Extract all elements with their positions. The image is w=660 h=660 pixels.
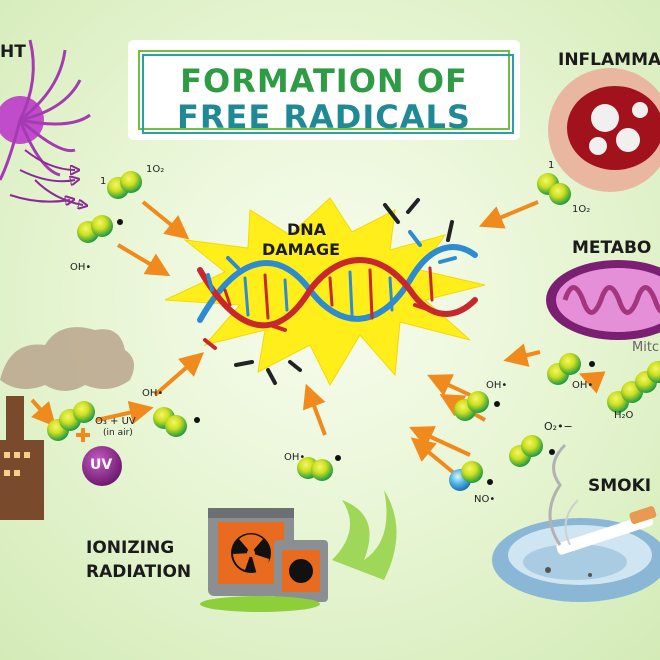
- metabolism-label: METABO: [572, 238, 652, 258]
- dna-label-line-1: DNA: [287, 220, 327, 239]
- mitochondria-label: Mitc: [632, 340, 660, 355]
- singlet-oxygen-right-b: 1O₂: [572, 204, 591, 215]
- hydroxyl-mito-label: OH•: [572, 380, 594, 391]
- title-frame-outer: [138, 50, 510, 130]
- title-line-2: FREE RADICALS: [177, 98, 471, 136]
- inflammation-label: INFLAMMA: [558, 50, 660, 70]
- factory-icon: [0, 327, 134, 520]
- ionizing-label-line-1: IONIZING: [86, 538, 175, 558]
- dna-label-line-2: DAMAGE: [262, 240, 341, 259]
- title-box: FORMATION OF FREE RADICALS: [128, 40, 520, 140]
- ashtray-icon: [492, 443, 660, 602]
- nitric-oxide-label: NO•: [474, 494, 496, 505]
- title-line-1: FORMATION OF: [180, 62, 468, 100]
- uv-label: UV: [90, 457, 113, 473]
- singlet-oxygen-molecule-left: [107, 171, 142, 199]
- inflammation-icon: [548, 68, 660, 192]
- hydroxyl-mid-right-label: OH•: [486, 380, 508, 391]
- ozone-uv-line-1: O₃ + UV: [95, 416, 136, 427]
- dna-fragments: [203, 198, 457, 385]
- superoxide-label: O₂•−: [544, 420, 573, 433]
- hydroxyl-left-label: OH•: [70, 262, 92, 273]
- hydroxyl-molecule-bottom: [297, 455, 341, 481]
- radical-molecules: [47, 171, 660, 491]
- hydroxyl-bottom-label: OH•: [284, 452, 306, 463]
- plus-icon: [76, 428, 90, 442]
- ionizing-label-line-2: RADIATION: [86, 562, 192, 582]
- dna-damage-burst: [164, 197, 486, 387]
- water-molecule-chain: [607, 361, 660, 413]
- radiation-barrels-icon: [200, 490, 397, 612]
- title-frame-inner: [142, 54, 514, 134]
- hydroxyl-molecule-left: [77, 215, 123, 243]
- ozone-molecule: [47, 401, 95, 441]
- nitric-oxide-molecule: [449, 461, 493, 491]
- hydroxyl-ozone-label: OH•: [142, 388, 164, 399]
- singlet-oxygen-right-a: 1: [548, 160, 555, 171]
- superoxide-molecule: [509, 435, 555, 467]
- sunlight-label: HT: [0, 42, 26, 62]
- ozone-uv-line-2: (in air): [103, 428, 133, 438]
- uv-icon: [82, 446, 122, 486]
- singlet-oxygen-left-b: 1O₂: [146, 164, 165, 175]
- hydroxyl-molecule-mid-right: [454, 391, 500, 421]
- sunlight-icon: [0, 39, 91, 205]
- mito-radical-molecule: [547, 353, 595, 385]
- water-partial-label: H₂O: [614, 410, 634, 421]
- singlet-oxygen-molecule-right: [537, 173, 571, 205]
- smoking-label: SMOKI: [588, 476, 652, 496]
- dna-helix: [197, 244, 478, 329]
- mitochondrion-icon: [546, 260, 660, 340]
- singlet-oxygen-left-a: 1: [100, 176, 107, 187]
- hydroxyl-molecule-ozone: [153, 407, 200, 437]
